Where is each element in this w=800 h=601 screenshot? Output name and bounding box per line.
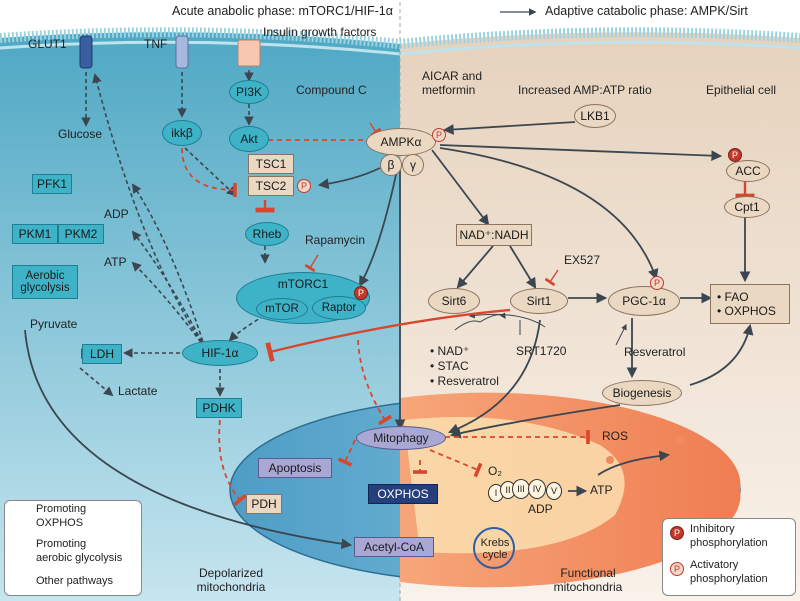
legend-inhibitory-2: phosphorylation bbox=[690, 537, 768, 549]
legend-phospho bbox=[662, 518, 796, 596]
ros-dot bbox=[606, 456, 614, 464]
epithelial-label: Epithelial cell bbox=[706, 83, 777, 97]
tsc1-box: TSC1 bbox=[248, 154, 294, 174]
ex527-label: EX527 bbox=[564, 253, 601, 267]
ros-label: ROS bbox=[602, 429, 629, 443]
krebs-ring bbox=[473, 527, 515, 569]
tsc2-box: TSC2 bbox=[248, 176, 294, 196]
ikkb-node: ikkβ bbox=[162, 120, 202, 146]
glut1-receptor bbox=[79, 35, 93, 69]
akt-node: Akt bbox=[229, 126, 269, 152]
pi3k-node: PI3K bbox=[229, 80, 269, 104]
sirt6-node: Sirt6 bbox=[428, 288, 480, 314]
legend-inhibitory-1: Inhibitory bbox=[690, 523, 735, 535]
oxphos-inhibitors bbox=[255, 180, 755, 362]
oxphos-arrows bbox=[24, 121, 754, 550]
glycolysis-inhibitors bbox=[181, 132, 590, 506]
pyruvate-label: Pyruvate bbox=[30, 317, 78, 331]
legend-other: Other pathways bbox=[36, 575, 114, 587]
o2-label: O₂ bbox=[488, 464, 502, 478]
resveratrol-label: Resveratrol bbox=[624, 345, 686, 359]
ros-dot bbox=[676, 436, 684, 444]
ampk-node: AMPKα bbox=[366, 128, 436, 156]
biogenesis-node: Biogenesis bbox=[602, 380, 682, 406]
drug-inhibitors bbox=[304, 122, 559, 287]
sirt1-node: Sirt1 bbox=[510, 288, 568, 314]
pgc1a-phospho: P bbox=[650, 276, 664, 290]
ros-dot bbox=[631, 413, 641, 423]
ampk-phospho: P bbox=[432, 128, 446, 142]
legend-lines bbox=[4, 500, 142, 596]
hif1a-node: HIF-1α bbox=[182, 340, 258, 366]
cpt1-node: Cpt1 bbox=[724, 196, 770, 218]
compound-c-label: Compound C bbox=[296, 83, 367, 97]
metformin-label: metformin bbox=[422, 83, 476, 97]
krebs-cycle-label: Krebs cycle bbox=[480, 537, 510, 561]
resveratrol-list-label: • Resveratrol bbox=[430, 374, 499, 388]
depolarized-label: Depolarized mitochondria bbox=[196, 566, 266, 594]
oxphos-box: OXPHOS bbox=[368, 484, 438, 504]
legend-glyc-2: aerobic glycolysis bbox=[36, 552, 123, 564]
legend-activatory-1: Activatory bbox=[690, 559, 739, 571]
adp-mito-label: ADP bbox=[528, 502, 553, 516]
raptor-phospho: P bbox=[354, 286, 368, 300]
header-right-phase: Adaptive catabolic phase: AMPK/Sirt bbox=[545, 4, 748, 18]
aerobic-glycolysis-box: Aerobic glycolysis bbox=[12, 265, 78, 299]
ampk-gamma-node: γ bbox=[402, 154, 424, 176]
aicar-label: AICAR and bbox=[422, 69, 483, 83]
oxphos-right-label: • OXPHOS bbox=[717, 304, 776, 318]
mtor-node: mTOR bbox=[256, 298, 308, 320]
pkm2-box: PKM2 bbox=[58, 224, 104, 244]
apoptosis-box: Apoptosis bbox=[258, 458, 332, 478]
tnf-receptor bbox=[175, 35, 189, 69]
glut1-label: GLUT1 bbox=[28, 37, 67, 51]
legend-inhibitory-icon: P bbox=[670, 526, 684, 540]
pfk1-box: PFK1 bbox=[32, 174, 72, 194]
complex-iv: IV bbox=[528, 479, 546, 499]
legend-activatory-2: phosphorylation bbox=[690, 573, 768, 585]
insulin-receptor bbox=[237, 39, 261, 67]
pdhk-box: PDHK bbox=[196, 398, 242, 418]
glucose-label: Glucose bbox=[58, 127, 103, 141]
stac-label: • STAC bbox=[430, 359, 469, 373]
header-left-phase: Acute anabolic phase: mTORC1/HIF-1α bbox=[172, 4, 393, 18]
insulin-label: Insulin growth factors bbox=[263, 25, 377, 39]
ampk-beta-node: β bbox=[380, 154, 402, 176]
srt1720-label: SRT1720 bbox=[516, 344, 567, 358]
legend-glyc-1: Promoting bbox=[36, 538, 87, 550]
activator-lines bbox=[454, 312, 627, 346]
legend-activatory-icon: P bbox=[670, 562, 684, 576]
lactate-label: Lactate bbox=[118, 384, 158, 398]
rapamycin-label: Rapamycin bbox=[305, 233, 366, 247]
complex-v: V bbox=[546, 482, 562, 500]
raptor-node: Raptor bbox=[312, 296, 366, 320]
fao-label: • FAO bbox=[717, 290, 749, 304]
acetyl-coa-box: Acetyl-CoA bbox=[354, 537, 434, 557]
legend-oxphos-1: Promoting bbox=[36, 503, 87, 515]
amp-ratio-label: Increased AMP:ATP ratio bbox=[518, 83, 652, 97]
pdh-box: PDH bbox=[246, 494, 282, 514]
nad-nadh-box: NAD⁺:NADH bbox=[456, 224, 532, 246]
tsc2-phospho: P bbox=[297, 179, 311, 193]
legend-oxphos-2: OXPHOS bbox=[36, 517, 84, 529]
lkb1-node: LKB1 bbox=[574, 104, 616, 128]
adp-label: ADP bbox=[104, 207, 129, 221]
nad-plus-label: • NAD⁺ bbox=[430, 344, 470, 358]
acc-node: ACC bbox=[726, 160, 770, 182]
pkm1-box: PKM1 bbox=[12, 224, 58, 244]
rheb-node: Rheb bbox=[245, 222, 289, 246]
atp-mito-label: ATP bbox=[590, 483, 613, 497]
functional-label: Functional mitochondria bbox=[553, 566, 623, 594]
glycolysis-arrows bbox=[79, 70, 271, 397]
fao-oxphos-box: • FAO • OXPHOS bbox=[710, 284, 790, 324]
ldh-box: LDH bbox=[82, 344, 122, 364]
pgc1a-node: PGC-1α bbox=[608, 286, 680, 316]
tnf-label: TNF bbox=[144, 37, 168, 51]
atp-label: ATP bbox=[104, 255, 127, 269]
mtorc1-label: mTORC1 bbox=[277, 277, 329, 291]
mitophagy-node: Mitophagy bbox=[356, 426, 446, 450]
